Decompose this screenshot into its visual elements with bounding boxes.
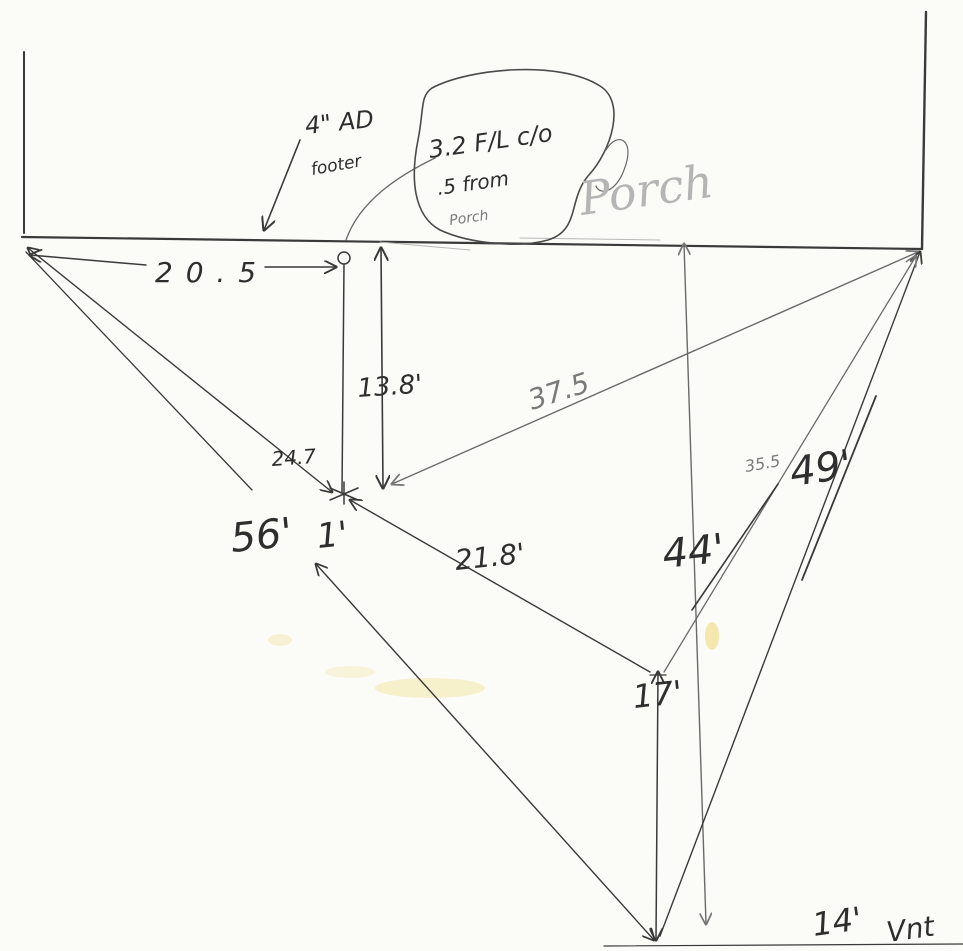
- dim-17-line: [656, 672, 658, 940]
- dim-35-5-label: 35.5: [743, 451, 781, 476]
- cleanout-note-circle: [413, 68, 615, 245]
- dim-44-label: 44': [660, 526, 726, 578]
- dim-37-5-line: [392, 252, 918, 484]
- dim-56-diagonal: [316, 564, 654, 940]
- cleanout-offset-label: .5 from: [435, 166, 510, 200]
- house-outline: [20, 10, 928, 251]
- ad-leader: [264, 139, 301, 230]
- cleanout-porch-label: Porch: [448, 208, 489, 229]
- bottom-ground-line: [603, 943, 963, 947]
- depth-1-label: 1': [315, 514, 350, 557]
- junction-point: [329, 481, 359, 505]
- dim-21-8-line: [350, 500, 651, 673]
- cleanout-marker: [337, 251, 351, 265]
- cleanout-label: 3.2 F/L c/o: [427, 119, 554, 164]
- dim-49-line: [659, 252, 920, 937]
- dim-20-5-label: 2 0 . 5: [155, 256, 258, 289]
- depth-56-label: 56': [228, 510, 294, 562]
- dim-13-8-leader: [341, 263, 345, 493]
- depth-14-label: 14': [810, 899, 864, 944]
- dim-56-line: [25, 251, 253, 491]
- dim-13-8-label: 13.8': [356, 370, 423, 404]
- ad-footer-label: footer: [309, 151, 364, 180]
- vent-label: Vnt: [884, 909, 937, 948]
- dim-49-label: 49': [787, 442, 855, 496]
- depth-17-label: 17': [631, 673, 684, 716]
- dim-24-7-line: [28, 248, 332, 492]
- dim-24-7-label: 24.7: [271, 444, 317, 471]
- dim-13-8-line: [381, 248, 383, 488]
- dim-21-8-label: 21.8': [453, 537, 526, 577]
- ad-label: 4" AD: [304, 105, 375, 140]
- dim-35-5-line: [663, 256, 916, 673]
- dim-44-line: [684, 244, 706, 924]
- dim-37-5-label: 37.5: [524, 366, 593, 417]
- house-front-wall: [20, 235, 924, 251]
- cleanout-leader: [345, 157, 436, 241]
- house-right-wall: [920, 10, 928, 251]
